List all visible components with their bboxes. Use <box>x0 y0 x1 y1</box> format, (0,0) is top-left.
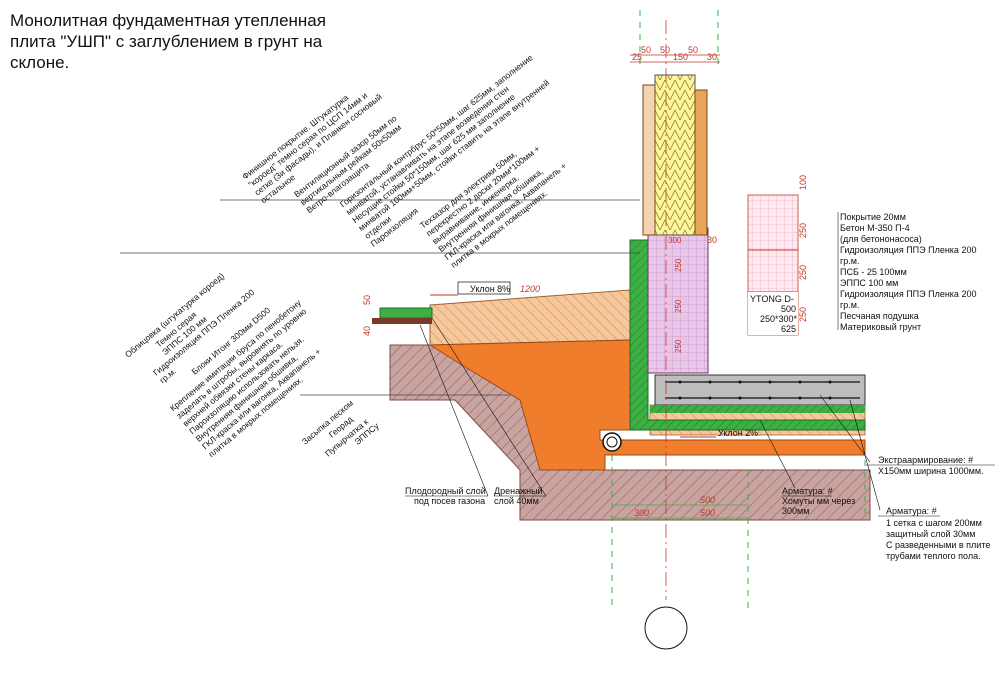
extra-label-1: Х150мм ширина 1000мм. <box>878 466 984 476</box>
legend-line-10: Материковый грунт <box>840 322 921 332</box>
dim-bottom-300: 300 <box>634 508 649 518</box>
dim-50: 50 <box>362 295 372 305</box>
slope-bottom-label: Уклон 2% <box>718 428 758 438</box>
turf-green <box>379 307 433 319</box>
legend-line-7: Гидроизоляция ППЭ Пленка 200 <box>840 289 976 299</box>
legend-line-6: ЭППС 100 мм <box>840 278 898 288</box>
dim-40: 40 <box>362 326 372 336</box>
wall-dim-250c: 250 <box>674 339 683 353</box>
fertile-label-1: под посев газона <box>414 496 485 506</box>
bottom-labels: Плодородный слой под посев газона Дренаж… <box>405 455 995 561</box>
block-dim-250a: 250 <box>798 223 808 238</box>
frame-wall-cladding <box>694 89 708 236</box>
frame-wall-inner <box>642 84 656 236</box>
rebar2-label-4: трубами теплого пола. <box>886 551 981 561</box>
dim-top-c: 150 <box>673 52 688 62</box>
dim-bottom-500a: 500 <box>700 495 715 505</box>
drain-pipe <box>602 432 622 452</box>
dim-top-d: 50 <box>688 45 698 55</box>
ytong-line1: YTONG D- <box>750 294 794 304</box>
legend-line-0: Покрытие 20мм <box>840 212 906 222</box>
rebar1-label-0: Арматура: # <box>782 486 833 496</box>
block-dim-250c: 250 <box>798 307 808 322</box>
axis-lines <box>611 10 866 610</box>
ytong-label-bg <box>748 292 798 335</box>
legend-line-8: гр.м. <box>840 300 859 310</box>
rebar1-label-2: 300мм <box>782 506 809 516</box>
dim-bottom-500b: 500 <box>700 508 715 518</box>
concrete-slab <box>654 374 866 406</box>
ytong-line2: 500 <box>781 304 796 314</box>
ytong-wall <box>647 227 709 374</box>
drain-pipe-inner <box>606 436 618 448</box>
notes-low: Засыпка песком Георад Пупырчатка к ЭППСу <box>300 398 381 459</box>
drain-label-0: Дренажный <box>494 486 543 496</box>
right-legend: Покрытие 20мм Бетон М-350 П-4 (для бетон… <box>840 212 976 332</box>
rebar-points <box>678 380 832 400</box>
rebar1-label-1: Хомуты мм через <box>782 496 855 506</box>
blind-area-orange <box>429 289 631 346</box>
turf-dark <box>372 318 432 324</box>
notes-mid: Облицовка (штукатурка короед) Темно сера… <box>123 271 323 460</box>
legend-line-4: гр.м. <box>840 256 859 266</box>
dim-side-30: 30 <box>707 235 717 245</box>
legend-line-9: Песчаная подушка <box>840 311 919 321</box>
wall-dim-250b: 250 <box>674 299 683 313</box>
slab-waterproofing <box>650 405 865 413</box>
legend-line-3: Гидроизоляция ППЭ Пленка 200 <box>840 245 976 255</box>
dim-top-e: 25 <box>632 52 642 62</box>
wall-dim-250a: 250 <box>674 258 683 272</box>
extra-label-0: Экстраармирование: # <box>878 455 973 465</box>
slope-top-label: Уклон 8% <box>470 284 510 294</box>
drain-label-1: слой 40мм <box>494 496 539 506</box>
legend-line-5: ПСБ - 25 100мм <box>840 267 907 277</box>
slope-top-box <box>457 281 511 295</box>
block-dim-250b: 250 <box>798 265 808 280</box>
rebar2-label-3: С разведенными в плите <box>886 540 990 550</box>
dim-lines-top <box>630 54 720 63</box>
ytong-line3: 250*300* <box>760 314 798 324</box>
rebar2-label-2: защитный слой 30мм <box>886 529 975 539</box>
dim-top-a: 50 <box>641 45 651 55</box>
block-dim-100: 100 <box>798 175 808 190</box>
reference-lines <box>120 199 839 396</box>
dim-top-b: 50 <box>660 45 670 55</box>
dim-1200: 1200 <box>520 284 540 294</box>
frame-wall-insulation <box>654 74 696 236</box>
axis-marker-circle <box>644 606 688 650</box>
rebar2-label-1: 1 сетка с шагом 200мм <box>886 518 982 528</box>
dim-top-f: 30 <box>707 52 717 62</box>
legend-line-1: Бетон М-350 П-4 <box>840 223 910 233</box>
legend-line-2: (для бетононасоса) <box>840 234 922 244</box>
fertile-label-0: Плодородный слой <box>405 486 486 496</box>
leader-lines <box>419 317 881 511</box>
ytong-line4: 625 <box>781 324 796 334</box>
page-title: Монолитная фундаментная утепленная плита… <box>10 11 326 72</box>
rebar2-label-0: Арматура: # <box>886 506 937 516</box>
notes-top: Финишное покрытие. Штукатурка "короед" т… <box>240 52 568 270</box>
wall-dim-300: 300 <box>668 236 682 245</box>
